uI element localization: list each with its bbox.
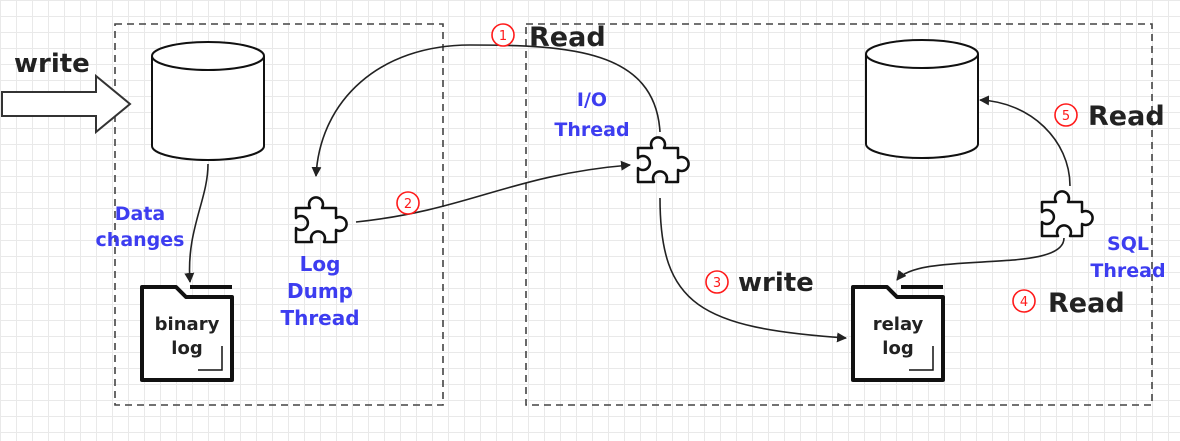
- step-3-number: 3: [713, 276, 721, 291]
- data-changes-label-line2: changes: [96, 229, 185, 251]
- sql-thread-label-line1: SQL: [1107, 233, 1149, 255]
- log-dump-thread-label-line3: Thread: [280, 306, 359, 330]
- relay-log-label-line1: relay: [873, 314, 924, 335]
- arrow-io-write-relay: [659, 197, 847, 343]
- relay-log-label-line2: log: [882, 338, 913, 359]
- step-3-marker: 3: [705, 270, 729, 294]
- data-changes-label-line1: Data: [115, 203, 166, 225]
- step-4-label: Read: [1048, 288, 1125, 319]
- step-5-label: Read: [1088, 101, 1165, 132]
- slave-database-icon: [865, 39, 979, 159]
- arrow-sql-read-slave-db: [979, 95, 1071, 187]
- master-box: [114, 23, 444, 406]
- step-3-label: write: [738, 268, 814, 298]
- relay-log-folder-icon: [851, 285, 945, 382]
- step-1-marker: 1: [491, 23, 515, 47]
- step-5-number: 5: [1062, 109, 1070, 124]
- binary-log-label-line2: log: [171, 338, 202, 359]
- log-dump-thread-label-line2: Dump: [287, 279, 353, 303]
- step-1-number: 1: [499, 29, 507, 44]
- binary-log-folder-icon: [140, 285, 234, 382]
- io-thread-label-line1: I/O: [577, 89, 607, 111]
- arrow-dump-to-io: [355, 160, 631, 223]
- log-dump-thread-puzzle-icon: [294, 196, 348, 244]
- slave-box: [525, 23, 1153, 406]
- sql-thread-label-line2: Thread: [1090, 260, 1165, 282]
- arrow-sql-read-relay: [896, 237, 1065, 281]
- write-input-arrow: [1, 73, 132, 135]
- step-1-label: Read: [529, 22, 606, 53]
- write-input-label: write: [14, 49, 90, 79]
- arrow-master-to-binary-log: [184, 163, 209, 283]
- step-4-marker: 4: [1012, 289, 1036, 313]
- io-thread-label-line2: Thread: [554, 119, 629, 141]
- log-dump-thread-label-line1: Log: [300, 252, 341, 276]
- binary-log-label-line1: binary: [155, 314, 220, 335]
- step-2-number: 2: [404, 197, 412, 212]
- arrow-io-read-from-dump: [311, 44, 661, 177]
- master-database-icon: [151, 41, 265, 161]
- step-2-marker: 2: [396, 191, 420, 215]
- sql-thread-puzzle-icon: [1040, 190, 1094, 238]
- step-5-marker: 5: [1054, 103, 1078, 127]
- io-thread-puzzle-icon: [636, 136, 690, 184]
- step-4-number: 4: [1020, 295, 1028, 310]
